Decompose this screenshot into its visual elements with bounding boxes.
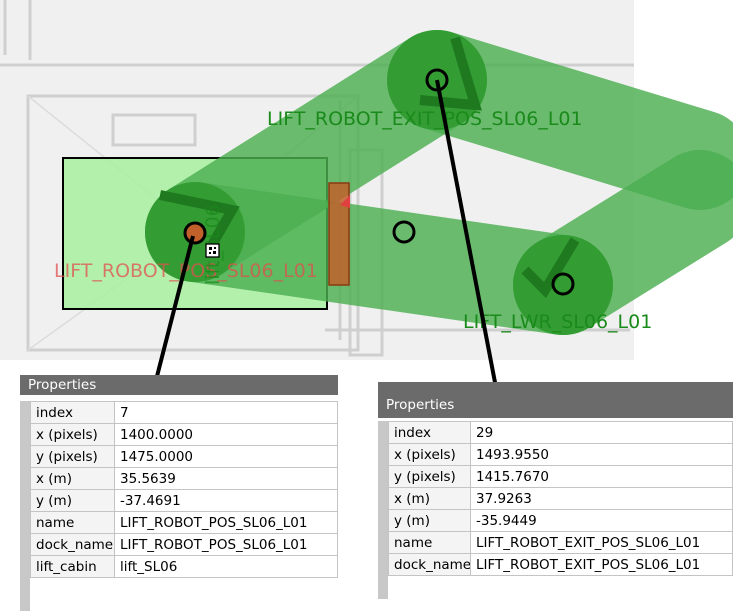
property-key: x (m): [388, 487, 471, 510]
property-key: name: [30, 511, 115, 534]
property-key: y (m): [30, 489, 115, 512]
property-value[interactable]: -37.4691: [114, 489, 338, 512]
table-row[interactable]: x (pixels)1400.0000: [30, 423, 338, 446]
dock-icon: [205, 243, 220, 258]
door-red-marker: [340, 195, 350, 208]
property-value[interactable]: -35.9449: [470, 509, 733, 532]
property-value[interactable]: 1475.0000: [114, 445, 338, 468]
property-key: x (pixels): [30, 423, 115, 446]
properties-panel-gutter: [20, 401, 30, 611]
properties-panel-gutter: [378, 421, 388, 599]
label-lwr-pos: LIFT_LWR_SL06_L01: [463, 311, 652, 333]
property-key: lift_cabin: [30, 555, 115, 578]
property-value[interactable]: 37.9263: [470, 487, 733, 510]
property-value[interactable]: 35.5639: [114, 467, 338, 490]
property-key: index: [30, 401, 115, 424]
node-marker-robot-pos[interactable]: [183, 221, 207, 245]
label-exit-pos: LIFT_ROBOT_EXIT_POS_SL06_L01: [267, 108, 583, 130]
property-key: x (pixels): [388, 443, 471, 466]
property-value[interactable]: 1493.9550: [470, 443, 733, 466]
table-row[interactable]: y (m)-37.4691: [30, 489, 338, 512]
property-value[interactable]: LIFT_ROBOT_POS_SL06_L01: [114, 511, 338, 534]
property-value[interactable]: 7: [114, 401, 338, 424]
property-key: dock_name: [388, 553, 471, 576]
node-marker-lwr-pos[interactable]: [551, 272, 575, 296]
property-key: y (pixels): [388, 465, 471, 488]
table-row[interactable]: y (pixels)1415.7670: [388, 465, 733, 488]
property-key: x (m): [30, 467, 115, 490]
properties-panel-title: Properties: [20, 375, 338, 395]
property-value[interactable]: 1415.7670: [470, 465, 733, 488]
property-key: index: [388, 421, 471, 444]
table-row[interactable]: x (pixels)1493.9550: [388, 443, 733, 466]
table-row[interactable]: x (m)35.5639: [30, 467, 338, 490]
table-row[interactable]: y (pixels)1475.0000: [30, 445, 338, 468]
property-value[interactable]: LIFT_ROBOT_POS_SL06_L01: [114, 533, 338, 556]
lift-door[interactable]: [328, 182, 350, 286]
property-key: y (pixels): [30, 445, 115, 468]
property-key: y (m): [388, 509, 471, 532]
orientation-markers: [158, 36, 580, 299]
property-value[interactable]: 1400.0000: [114, 423, 338, 446]
property-value[interactable]: 29: [470, 421, 733, 444]
property-value[interactable]: LIFT_ROBOT_EXIT_POS_SL06_L01: [470, 553, 733, 576]
table-row[interactable]: y (m)-35.9449: [388, 509, 733, 532]
property-value[interactable]: lift_SL06: [114, 555, 338, 578]
path-segment-robot-to-lwr[interactable]: [145, 182, 613, 335]
properties-panel-title: Properties: [378, 382, 733, 418]
property-key: dock_name: [30, 533, 115, 556]
node-marker-door-pos[interactable]: [392, 220, 416, 244]
property-key: name: [388, 531, 471, 554]
leader-line-exit-pos: [435, 79, 500, 399]
leader-line-robot-pos: [152, 235, 195, 389]
property-value[interactable]: LIFT_ROBOT_EXIT_POS_SL06_L01: [470, 531, 733, 554]
table-row[interactable]: x (m)37.9263: [388, 487, 733, 510]
node-disc-lwr-pos[interactable]: [513, 235, 613, 335]
